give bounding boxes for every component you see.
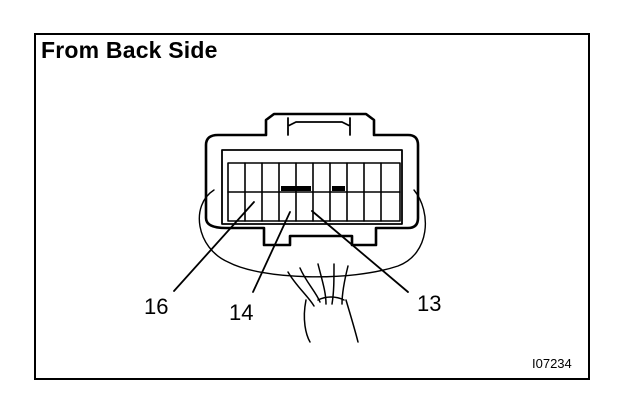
figure-id: I07234	[532, 356, 572, 371]
terminal-label-13: 13	[417, 291, 442, 316]
terminal-label-16: 16	[144, 294, 169, 319]
terminal-cavity-grid	[227, 162, 401, 222]
leader-terminal-16	[173, 201, 255, 292]
leader-terminal-13	[311, 210, 409, 293]
connector-housing	[204, 112, 420, 247]
wire-bundle	[287, 263, 359, 343]
blank-cavities	[281, 186, 345, 191]
figure-title: From Back Side	[41, 37, 218, 63]
harness-boundary	[198, 189, 426, 278]
lock-latch	[287, 117, 351, 136]
figure-frame	[34, 33, 590, 380]
leader-terminal-14	[252, 211, 291, 293]
terminal-label-14: 14	[229, 300, 254, 325]
terminal-leader-lines	[173, 201, 409, 293]
connector-inner-body	[221, 149, 403, 225]
